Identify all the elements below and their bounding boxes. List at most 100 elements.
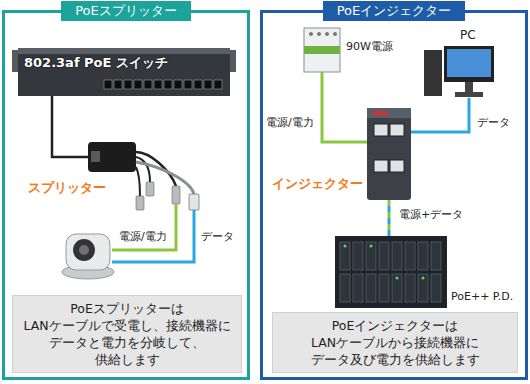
switch-ports: [104, 80, 222, 89]
port: [174, 80, 182, 89]
wire-label: データ: [200, 230, 235, 243]
node-label: 802.3af PoE スイッチ: [24, 55, 168, 72]
connector: [389, 200, 390, 236]
panel-heading: PoEインジェクター: [323, 1, 466, 21]
module: [418, 242, 428, 270]
rj45-plug: [189, 194, 199, 210]
rack-modules: [340, 242, 441, 302]
module: [379, 242, 389, 270]
terminal: [309, 32, 313, 36]
camera-lens-inner: [79, 245, 89, 255]
module: [418, 274, 428, 302]
module: [431, 242, 441, 270]
port: [114, 80, 122, 89]
module: [392, 274, 402, 302]
wire-label: 電源/電力: [118, 230, 168, 243]
injector-port: [374, 160, 388, 172]
connector-label: データ: [476, 116, 511, 129]
injector-logo: [372, 111, 388, 115]
data-wire: [112, 210, 194, 262]
port: [164, 80, 172, 89]
supply-stripe: [304, 46, 340, 54]
supply-body: [304, 28, 340, 72]
led: [370, 245, 373, 248]
terminal: [317, 32, 321, 36]
injector-panel: PoEインジェクター90W電源PCインジェクターPoE++ P.D.PoEインジ…: [260, 10, 528, 380]
powered-device: PoE++ P.D.: [335, 236, 447, 308]
power-wire: [112, 204, 176, 250]
connector-line: [388, 200, 391, 236]
power-supply-illustration: [304, 28, 340, 72]
module: [392, 242, 402, 270]
terminal: [325, 32, 329, 36]
power-supply: 90W電源: [304, 28, 340, 72]
module: [353, 274, 363, 302]
injector-port: [374, 124, 388, 136]
monitor-base: [455, 92, 483, 97]
port: [144, 80, 152, 89]
module: [405, 274, 415, 302]
node-label: 90W電源: [346, 40, 393, 54]
connector-line: [322, 72, 367, 142]
poe-switch: 802.3af PoE スイッチ: [18, 48, 230, 96]
dc-cable: [136, 152, 176, 186]
injector-port: [390, 124, 404, 136]
connector: [411, 98, 469, 132]
node-label: インジェクター: [272, 176, 363, 193]
node-label: PoE++ P.D.: [451, 290, 513, 304]
lan-cable: [136, 162, 194, 194]
pc-illustration: [424, 46, 494, 97]
monitor: [444, 46, 494, 82]
led: [422, 277, 425, 280]
switch-top: [18, 48, 230, 54]
camera-illustration: [62, 234, 114, 279]
port: [204, 80, 212, 89]
module: [366, 242, 376, 270]
port: [134, 80, 142, 89]
splitter-panel: PoEスプリッター802.3af PoE スイッチスプリッターPoEスプリッター…: [2, 10, 250, 380]
monitor-stand: [465, 82, 473, 92]
splitter-body: [88, 142, 136, 172]
pd-rack-illustration: [335, 236, 447, 308]
caption-box: PoEスプリッターは LANケーブルで受電し、接続機器に データと電力を分岐して…: [12, 295, 242, 373]
port: [124, 80, 132, 89]
splitter-port: [91, 151, 100, 162]
module: [353, 242, 363, 270]
pc: PC: [424, 46, 496, 98]
splitter-illustration: [88, 142, 199, 210]
caption-box: PoEインジェクターは LANケーブルから接続機器に データ及び電力を供給します: [272, 312, 518, 373]
pc-tower: [424, 50, 442, 96]
rack-body: [335, 236, 447, 308]
module: [379, 274, 389, 302]
port: [184, 80, 192, 89]
module: [431, 274, 441, 302]
port: [104, 80, 112, 89]
node-label: PC: [460, 28, 476, 44]
camera-body: [66, 234, 110, 270]
caption-text: PoEインジェクターは LANケーブルから接続機器に データ及び電力を供給します: [279, 317, 511, 368]
connector-line: [52, 96, 88, 157]
injector-illustration: [367, 108, 411, 200]
switch-illustration: [12, 48, 236, 96]
panel-heading: PoEスプリッター: [61, 1, 191, 21]
splitter-device: スプリッター: [88, 142, 136, 172]
module: [405, 242, 415, 270]
monitor-screen: [447, 49, 491, 77]
connector: [322, 72, 367, 142]
terminal: [333, 32, 337, 36]
injector-top: [367, 108, 411, 118]
port: [214, 80, 222, 89]
injector-device: インジェクター: [367, 108, 411, 200]
camera-lens: [73, 239, 95, 261]
dc-plug: [146, 182, 154, 196]
dc-cable: [136, 167, 140, 196]
injector-port: [390, 160, 404, 172]
led: [396, 277, 399, 280]
connector-line: [388, 200, 391, 236]
module: [366, 274, 376, 302]
connector-line: [411, 98, 469, 132]
port: [194, 80, 202, 89]
module: [340, 242, 350, 270]
dc-plug: [172, 186, 180, 204]
